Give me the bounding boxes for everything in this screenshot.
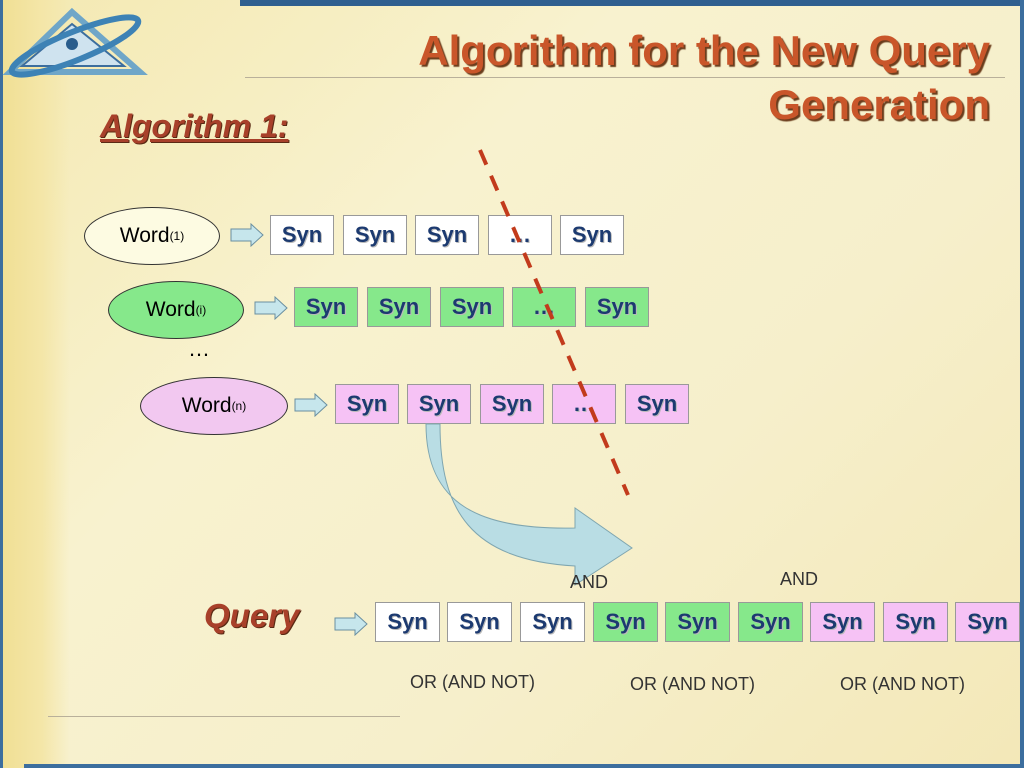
bottom-frame-line [24, 764, 1024, 768]
algorithm-heading: Algorithm 1: [100, 108, 289, 144]
word-1-ellipse: Word(1) [84, 207, 220, 265]
syn-box: Syn [625, 384, 689, 424]
and-label: AND [780, 569, 819, 589]
or-and-not-label: OR (AND NOT) [410, 672, 535, 692]
word-n-subscript: (n) [231, 399, 247, 413]
right-frame-line [1020, 0, 1024, 768]
query-syn-box: Syn [593, 602, 658, 642]
and-label: AND [570, 572, 609, 592]
query-syn-box: Syn [375, 602, 440, 642]
right-arrow-icon [230, 223, 264, 247]
side-band-decoration [0, 0, 70, 768]
word-n-ellipse: Word(n) [140, 377, 288, 435]
syn-box: Syn [585, 287, 649, 327]
query-syn-box: Syn [955, 602, 1020, 642]
word-1-subscript: (1) [169, 229, 185, 243]
ellipsis-box: … [552, 384, 616, 424]
right-arrow-icon [294, 393, 328, 417]
word-i-ellipse: Word(i) [108, 281, 244, 339]
query-label: Query [204, 597, 300, 634]
word-i-label: Word [145, 298, 196, 321]
bottom-divider [48, 716, 400, 717]
syn-box: Syn [407, 384, 471, 424]
syn-box: Syn [343, 215, 407, 255]
syn-box: Syn [335, 384, 399, 424]
top-frame-line [240, 0, 1024, 6]
syn-box: Syn [415, 215, 479, 255]
left-frame-line [0, 0, 3, 768]
logo-icon [2, 7, 148, 78]
syn-box: Syn [480, 384, 544, 424]
syn-box: Syn [560, 215, 624, 255]
syn-box: Syn [440, 287, 504, 327]
word-n-label: Word [181, 394, 232, 417]
right-arrow-icon [254, 296, 288, 320]
word-i-subscript: (i) [195, 303, 207, 317]
slide-title: Algorithm for the New Query Generation [418, 27, 990, 128]
rows-ellipsis: … [188, 336, 210, 361]
query-syn-box: Syn [520, 602, 585, 642]
or-and-not-label: OR (AND NOT) [840, 674, 965, 694]
query-syn-box: Syn [883, 602, 948, 642]
query-syn-box: Syn [738, 602, 803, 642]
syn-box: Syn [294, 287, 358, 327]
query-syn-box: Syn [810, 602, 875, 642]
curved-arrow-icon [425, 423, 633, 586]
dashed-divider-line [478, 149, 630, 496]
syn-box: Syn [367, 287, 431, 327]
or-and-not-label: OR (AND NOT) [630, 674, 755, 694]
query-syn-box: Syn [447, 602, 512, 642]
word-1-label: Word [119, 224, 170, 247]
title-divider [245, 77, 1005, 78]
query-syn-box: Syn [665, 602, 730, 642]
syn-box: Syn [270, 215, 334, 255]
right-arrow-icon [334, 612, 368, 636]
ellipsis-box: … [488, 215, 552, 255]
